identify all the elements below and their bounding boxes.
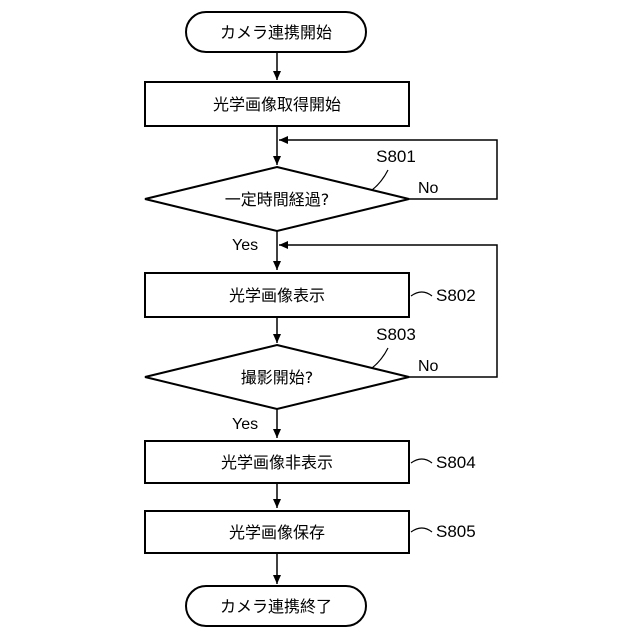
leader-s804 bbox=[411, 459, 432, 463]
step-s805: S805 bbox=[436, 522, 476, 541]
optical-display-label: 光学画像表示 bbox=[229, 286, 325, 305]
decision-shoot-label: 撮影開始? bbox=[241, 368, 314, 387]
optical-acquire-start-label: 光学画像取得開始 bbox=[213, 95, 341, 114]
decision-shooting-start: 撮影開始? bbox=[145, 345, 409, 409]
step-s803: S803 bbox=[376, 325, 416, 344]
leader-s801 bbox=[372, 170, 388, 190]
step-s804: S804 bbox=[436, 453, 476, 472]
start-label: カメラ連携開始 bbox=[220, 23, 332, 42]
process-optical-acquire-start: 光学画像取得開始 bbox=[145, 82, 409, 126]
branch-no-2: No bbox=[418, 358, 439, 375]
branch-yes-1: Yes bbox=[232, 237, 258, 254]
optical-hide-label: 光学画像非表示 bbox=[221, 453, 333, 472]
branch-yes-2: Yes bbox=[232, 416, 258, 433]
optical-save-label: 光学画像保存 bbox=[229, 523, 325, 542]
decision-time-label: 一定時間経過? bbox=[225, 190, 330, 209]
branch-no-1: No bbox=[418, 180, 439, 197]
leader-s802 bbox=[411, 292, 432, 296]
step-s801: S801 bbox=[376, 147, 416, 166]
leader-s803 bbox=[372, 348, 388, 368]
leader-s805 bbox=[411, 528, 432, 532]
start-terminal: カメラ連携開始 bbox=[186, 12, 366, 52]
process-optical-save: 光学画像保存 bbox=[145, 511, 409, 553]
end-terminal: カメラ連携終了 bbox=[186, 586, 366, 626]
process-optical-display: 光学画像表示 bbox=[145, 273, 409, 317]
end-label: カメラ連携終了 bbox=[220, 597, 332, 616]
process-optical-hide: 光学画像非表示 bbox=[145, 441, 409, 483]
step-s802: S802 bbox=[436, 286, 476, 305]
decision-time-elapsed: 一定時間経過? bbox=[145, 167, 409, 231]
